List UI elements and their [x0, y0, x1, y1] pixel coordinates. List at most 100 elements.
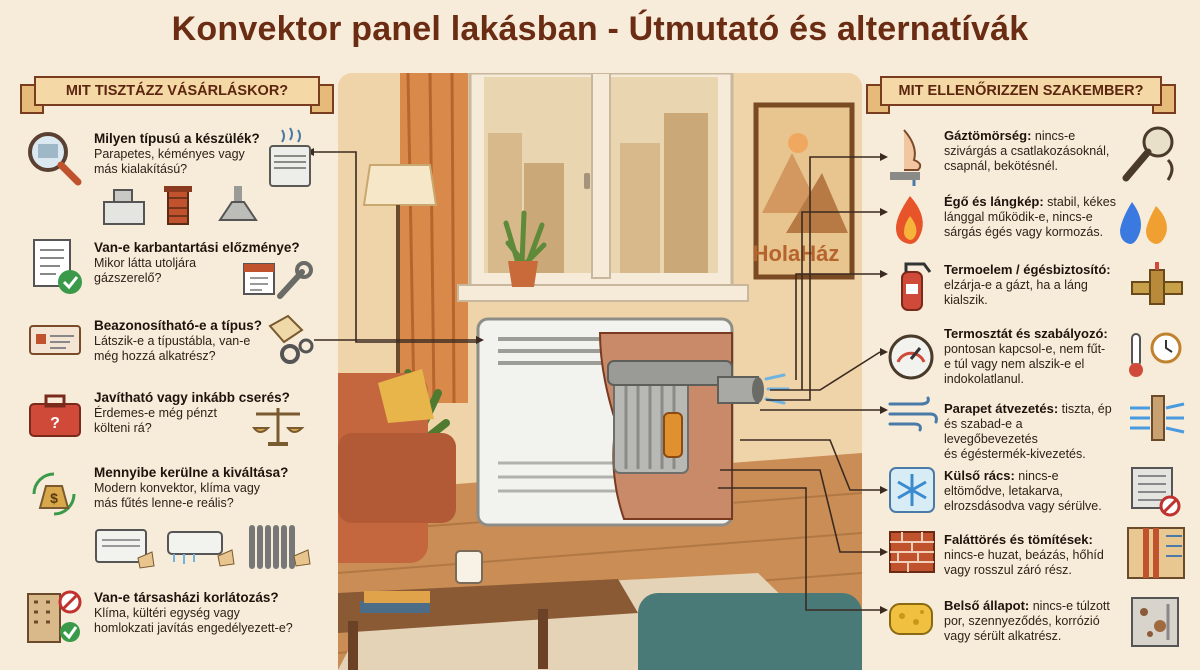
left-item-5: Mennyibe kerülne a kiváltása? Modern kon…	[94, 465, 304, 511]
right-item-title: Belső állapot:	[944, 598, 1030, 613]
right-item-text: és szabad-e a levegőbevezetés	[944, 417, 1038, 446]
left-item-answer: Látszik-e a típustábla, van-e	[94, 334, 251, 348]
nameplate-icon	[28, 322, 84, 363]
left-item-answer: Klíma, kültéri egység vagy	[94, 606, 240, 620]
left-item-answer: Mikor látta utoljára	[94, 256, 197, 270]
magnifier-icon	[24, 128, 84, 193]
right-item-title: Gáztömörség:	[944, 128, 1032, 143]
left-item-question: Van-e karbantartási előzménye?	[94, 240, 300, 255]
valve-icon	[1128, 258, 1186, 321]
right-item-text: eltömődve, letakarva,	[944, 484, 1063, 498]
dirty-interior-icon	[1130, 596, 1182, 655]
extinguisher-icon	[890, 258, 934, 317]
gas-detector-icon	[1120, 124, 1178, 189]
toolbox-icon: ?	[28, 392, 84, 445]
left-item-answer: más fűtés lenne-e reális?	[94, 496, 234, 510]
watermark: HolaHáz	[753, 241, 840, 266]
left-item-question: Javítható vagy inkább cserés?	[94, 390, 290, 405]
snowflake-icon	[888, 466, 936, 519]
money-bag-icon: $	[24, 464, 84, 529]
thermometer-clock-icon	[1124, 330, 1186, 385]
air-conditioner-icon	[164, 526, 236, 575]
flame-icon	[888, 192, 932, 251]
left-item-question: Milyen típusú a készülék?	[94, 131, 260, 146]
right-item-text: pontosan kapcsol-e, nem fűt-	[944, 342, 1106, 356]
right-item-text: indokolatlanul.	[944, 372, 1024, 386]
right-item-5: Parapet átvezetés: tiszta, ép és szabad-…	[944, 401, 1118, 462]
right-item-7: Faláttörés és tömítések: nincs-e huzat, …	[944, 532, 1118, 578]
nose-icon	[884, 126, 936, 191]
convector-option-icon	[92, 522, 156, 575]
right-item-2: Égő és lángkép: stabil, kékes lánggal mű…	[944, 194, 1118, 240]
hood-type-icon	[214, 184, 262, 231]
right-item-title: Termosztát és szabályozó:	[944, 326, 1108, 341]
svg-text:$: $	[50, 490, 58, 506]
calendar-wrench-icon	[240, 258, 316, 307]
right-item-title: Égő és lángkép:	[944, 194, 1044, 209]
right-item-8: Belső állapot: nincs-e túlzott por, szen…	[944, 598, 1118, 644]
right-item-text: stabil, kékes	[1043, 195, 1116, 209]
tag-gears-icon	[262, 312, 316, 373]
right-item-text: és égéstermék-kivezetés.	[944, 447, 1086, 461]
left-item-answer: költeni rá?	[94, 421, 152, 435]
left-item-1: Milyen típusú a készülék? Parapetes, kém…	[94, 131, 274, 177]
right-item-text: e túl vagy nem alszik-e el	[944, 357, 1085, 371]
gauge-icon	[886, 332, 936, 387]
sponge-icon	[886, 596, 936, 645]
radiator-icon	[244, 520, 314, 577]
right-item-text: vagy rosszul záró rész.	[944, 563, 1072, 577]
left-item-question: Beazonosítható-e a típus?	[94, 318, 263, 333]
wind-icon	[886, 394, 938, 439]
living-room-illustration: HolaHáz	[338, 73, 862, 670]
left-item-question: Van-e társasházi korlátozás?	[94, 590, 279, 605]
left-item-answer: gázszerelő?	[94, 271, 162, 285]
left-item-3: Beazonosítható-e a típus? Látszik-e a tí…	[94, 318, 274, 364]
left-item-answer: Érdemes-e még pénzt	[94, 406, 217, 420]
right-item-1: Gáztömörség: nincs-e szivárgás a csatlak…	[944, 128, 1118, 174]
right-item-text: csapnál, bekötésnél.	[944, 159, 1058, 173]
right-item-text: elzárja-e a gázt, ha a láng	[944, 278, 1088, 292]
right-item-text: lánggal működik-e, nincs-e	[944, 210, 1093, 224]
right-item-title: Külső rács:	[944, 468, 1015, 483]
left-item-answer: más kialakítású?	[94, 162, 188, 176]
building-icon	[24, 586, 86, 651]
right-item-6: Külső rács: nincs-e eltömődve, letakarva…	[944, 468, 1118, 514]
right-item-text: nincs-e	[1014, 469, 1059, 483]
wall-vent-icon	[1126, 394, 1186, 447]
wall-seal-icon	[1126, 526, 1186, 585]
left-item-answer: még hozzá alkatrész?	[94, 349, 216, 363]
left-item-question: Mennyibe kerülne a kiváltása?	[94, 465, 289, 480]
blue-yellow-flames-icon	[1116, 198, 1176, 251]
right-item-text: por, szennyeződés, korrózió	[944, 614, 1100, 628]
left-item-4: Javítható vagy inkább cserés? Érdemes-e …	[94, 390, 294, 436]
document-check-icon	[30, 238, 84, 301]
svg-text:?: ?	[50, 415, 60, 432]
right-item-text: tiszta, ép	[1058, 402, 1112, 416]
right-item-text: vagy sérült alkatrész.	[944, 629, 1062, 643]
scale-icon	[250, 404, 306, 453]
left-item-answer: Parapetes, kéményes vagy	[94, 147, 245, 161]
right-item-title: Termoelem / égésbiztosító:	[944, 262, 1111, 277]
parapet-type-icon	[100, 186, 148, 231]
right-item-text: nincs-e	[1031, 129, 1076, 143]
right-item-text: sárgás égés vagy kormozás.	[944, 225, 1104, 239]
right-item-text: nincs-e túlzott	[1029, 599, 1110, 613]
right-item-text: elrozsdásodva vagy sérülve.	[944, 499, 1102, 513]
chimney-type-icon	[160, 184, 196, 231]
brick-wall-icon	[888, 530, 936, 579]
left-item-answer: Modern konvektor, klíma vagy	[94, 481, 261, 495]
right-item-4: Termosztát és szabályozó: pontosan kapcs…	[944, 326, 1118, 387]
right-item-text: kialszik.	[944, 293, 988, 307]
right-item-3: Termoelem / égésbiztosító: elzárja-e a g…	[944, 262, 1118, 308]
blocked-grille-icon	[1130, 466, 1182, 523]
right-item-title: Faláttörés és tömítések:	[944, 532, 1093, 547]
left-item-2: Van-e karbantartási előzménye? Mikor lát…	[94, 240, 324, 286]
left-item-answer: homlokzati javítás engedélyezett-e?	[94, 621, 293, 635]
right-item-text: nincs-e huzat, beázás, hőhíd	[944, 548, 1104, 562]
left-item-6: Van-e társasházi korlátozás? Klíma, kült…	[94, 590, 334, 636]
page-title: Konvektor panel lakásban - Útmutató és a…	[171, 10, 1029, 48]
wall-heater-icon	[266, 126, 314, 193]
right-item-text: szivárgás a csatlakozásoknál,	[944, 144, 1110, 158]
right-item-title: Parapet átvezetés:	[944, 401, 1059, 416]
